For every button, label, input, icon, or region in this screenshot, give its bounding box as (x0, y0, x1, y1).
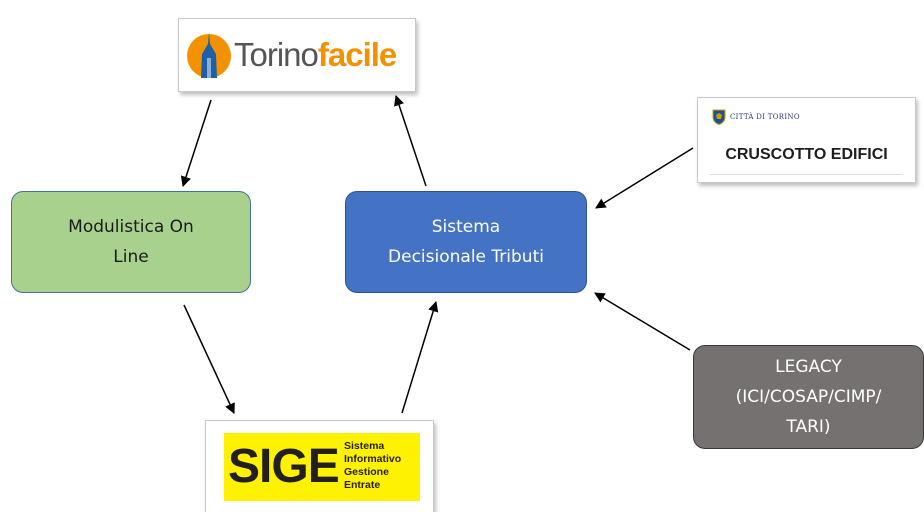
arrow-cruscotto-to-sistema (595, 147, 694, 209)
torinofacile-wordmark: Torinofacile (234, 36, 397, 74)
arrow-sistema-to-torinofacile (394, 95, 427, 187)
city-name: CITTÀ DI TORINO (730, 113, 800, 121)
torinofacile-word-part1: Torino (234, 36, 319, 73)
sige-subtitle: Sistema Informativo Gestione Entrate (344, 440, 401, 492)
sistema-decisionale-node: Sistema Decisionale Tributi (345, 191, 587, 293)
sige-logo-background: SIGE Sistema Informativo Gestione Entrat… (224, 433, 420, 501)
cruscotto-edifici-logo: CITTÀ DI TORINO CRUSCOTTO EDIFICI (697, 97, 916, 183)
torinofacile-word-part2: facile (317, 36, 397, 73)
city-crest-icon (712, 109, 726, 125)
modulistica-node: Modulistica On Line (11, 191, 251, 293)
arrow-torinofacile-to-modulistica (180, 99, 212, 187)
node-label-line: Modulistica On (68, 217, 194, 237)
arrow-modulistica-to-sige (183, 304, 235, 414)
arrow-legacy-to-sistema (594, 292, 691, 351)
node-label-line: TARI) (786, 417, 831, 437)
node-label-line: (ICI/COSAP/CIMP/ (735, 387, 882, 407)
node-label-line: LEGACY (775, 357, 842, 377)
legacy-node: LEGACY (ICI/COSAP/CIMP/ TARI) (693, 345, 924, 449)
sige-subtitle-line: Sistema (344, 440, 385, 452)
sige-wordmark: SIGE (228, 440, 340, 493)
sige-subtitle-line: Gestione (344, 466, 389, 478)
sige-subtitle-line: Informativo (344, 453, 402, 465)
arrow-sige-to-sistema (401, 300, 439, 414)
torinofacile-logo: Torinofacile (178, 18, 416, 92)
sige-subtitle-line: Entrate (344, 479, 381, 491)
node-label-line: Line (113, 247, 149, 267)
cruscotto-title: CRUSCOTTO EDIFICI (725, 146, 888, 163)
node-label-line: Sistema (431, 217, 501, 237)
node-label-line: Decisionale Tributi (388, 247, 544, 267)
mole-antonelliana-icon (187, 32, 231, 78)
divider (710, 174, 903, 175)
sige-logo: SIGE Sistema Informativo Gestione Entrat… (205, 420, 434, 512)
